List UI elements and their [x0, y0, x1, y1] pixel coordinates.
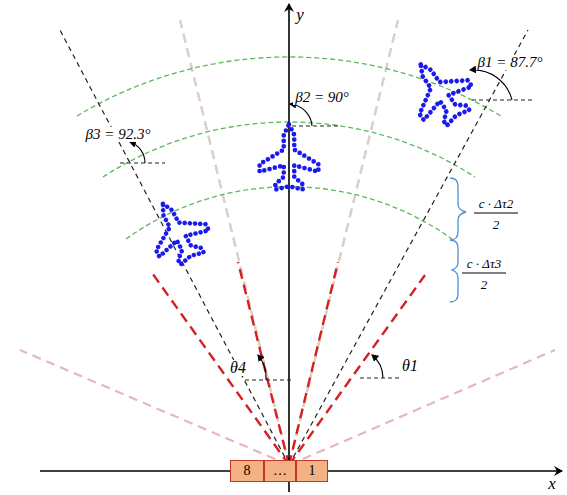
- element-number: 1: [309, 463, 316, 479]
- element-number: 8: [244, 463, 251, 479]
- angle-label: β3 = 92.3°: [84, 127, 153, 142]
- angle-label: β2 = 90°: [293, 90, 351, 105]
- axis-label: x: [548, 475, 556, 492]
- range-numerator: c · Δτ3: [467, 257, 501, 270]
- range-denominator: 2: [481, 278, 488, 291]
- array-element-box: 1: [296, 460, 328, 482]
- angle-label: θ1: [400, 358, 420, 374]
- angle-label: θ4: [228, 360, 248, 376]
- element-number: …: [273, 463, 287, 479]
- range-denominator: 2: [493, 218, 500, 231]
- axis-label: y: [296, 6, 304, 23]
- range-numerator: c · Δτ2: [479, 197, 513, 210]
- angle-label: β1 = 87.7°: [476, 55, 545, 70]
- array-element-box: …: [264, 460, 296, 482]
- array-element-box: 8: [230, 460, 264, 482]
